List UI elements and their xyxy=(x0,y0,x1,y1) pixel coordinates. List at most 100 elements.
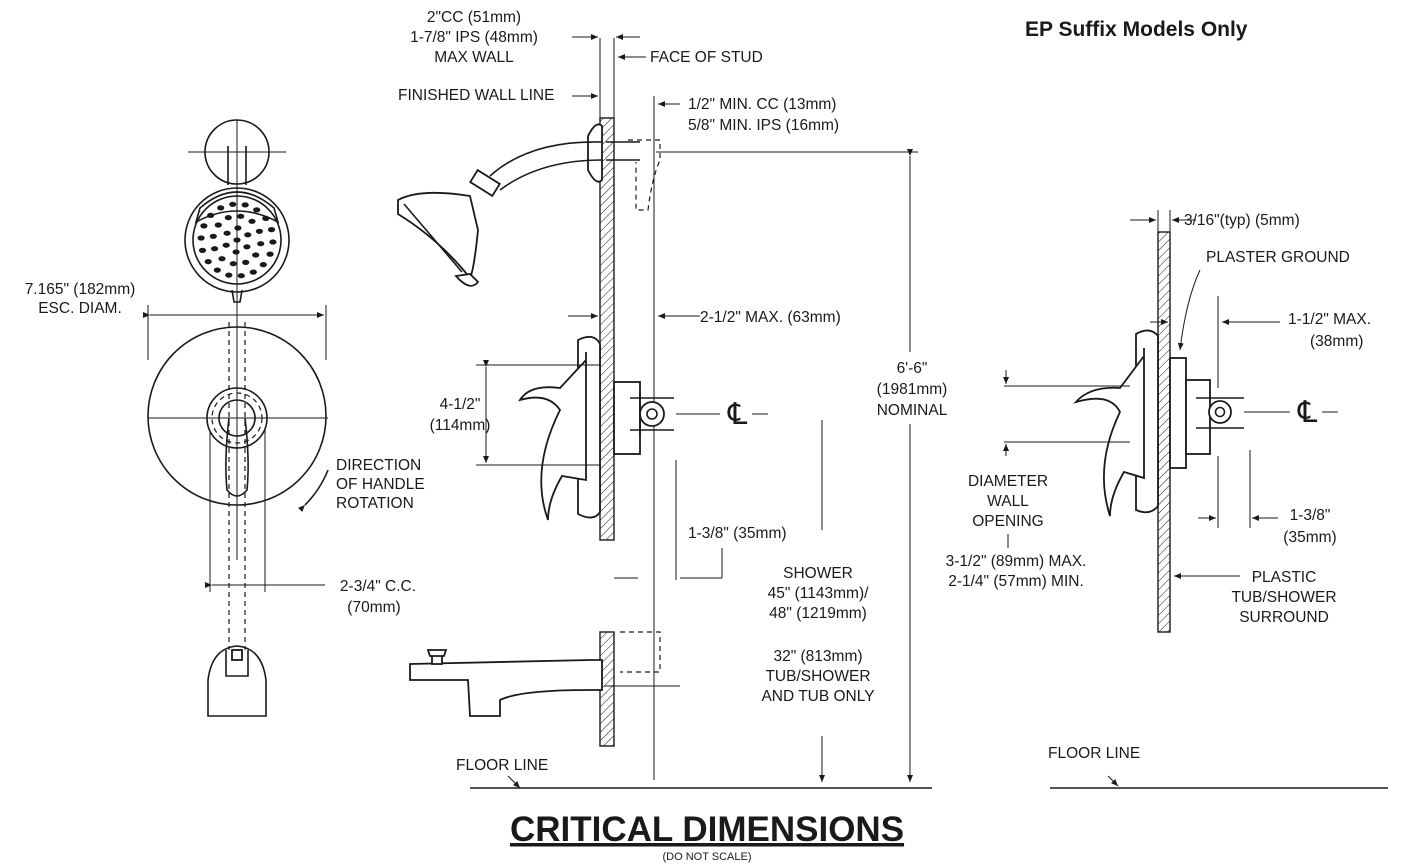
nozzle-icon xyxy=(237,213,245,219)
detail-floor-line-label: FLOOR LINE xyxy=(1048,745,1140,762)
tub-spout-side-icon xyxy=(409,631,680,717)
nozzle-icon xyxy=(242,259,250,265)
nozzle-icon xyxy=(249,269,257,275)
floor-line-label: FLOOR LINE xyxy=(456,757,548,774)
nozzle-icon xyxy=(233,237,241,243)
cc-label-2: (70mm) xyxy=(347,599,400,616)
max-depth-label: 2-1/2" MAX. (63mm) xyxy=(700,309,841,326)
surround-wall-section xyxy=(1157,231,1171,633)
detail-max-label-2: (38mm) xyxy=(1310,333,1363,350)
nozzle-icon xyxy=(267,227,276,233)
rotation-label-2: OF HANDLE xyxy=(336,476,425,493)
detail-centerline-symbol: ℄ xyxy=(1297,396,1317,429)
valve-height-label-1: 4-1/2" xyxy=(440,396,481,413)
nozzle-icon xyxy=(243,244,251,250)
min-cc-label: 1/2" MIN. CC (13mm) xyxy=(688,96,836,113)
nozzle-icon xyxy=(266,251,274,257)
detail-dim-label-2: (35mm) xyxy=(1283,529,1336,546)
max-wall-label-2: 1-7/8" IPS (48mm) xyxy=(410,29,538,46)
nozzle-icon xyxy=(252,252,260,258)
opening-label-3: OPENING xyxy=(972,513,1043,530)
nozzle-icon xyxy=(229,261,237,267)
nozzle-icon xyxy=(244,232,252,238)
nozzle-icon xyxy=(234,225,242,231)
rotation-arrow-icon xyxy=(297,469,329,513)
surround-label-1: PLASTIC xyxy=(1252,569,1317,586)
nominal-label-3: NOMINAL xyxy=(877,402,948,419)
detail-view: 3/16"(typ) (5mm) PLASTER GROUND 1-1/2" M… xyxy=(946,210,1388,789)
face-of-stud-label: FACE OF STUD xyxy=(650,49,763,66)
nozzle-icon xyxy=(253,207,261,213)
detail-max-label-1: 1-1/2" MAX. xyxy=(1288,311,1371,328)
shower-height-label-3: 48" (1219mm) xyxy=(769,605,867,622)
opening-label-1: DIAMETER xyxy=(968,473,1048,490)
shower-height-label-1: SHOWER xyxy=(783,565,853,582)
valve-trim-detail-icon xyxy=(1073,329,1244,517)
page-title: CRITICAL DIMENSIONS xyxy=(510,810,904,849)
nozzle-icon xyxy=(204,259,212,265)
shower-flange-icon xyxy=(188,119,286,185)
wall-section xyxy=(599,117,615,541)
nozzle-icon xyxy=(218,256,226,262)
tub-spout-front-icon xyxy=(207,645,267,717)
tub-height-label-3: AND TUB ONLY xyxy=(761,688,874,705)
nozzle-icon xyxy=(255,228,263,234)
shower-head-icon xyxy=(184,187,290,303)
shower-height-label-2: 45" (1143mm)/ xyxy=(768,585,870,602)
surround-label-3: SURROUND xyxy=(1239,609,1329,626)
centerline-symbol: ℄ xyxy=(727,398,747,431)
nozzle-icon xyxy=(207,212,215,218)
shower-arm-side-icon xyxy=(397,123,661,287)
suffix-note: EP Suffix Models Only xyxy=(1025,18,1248,41)
cc-label: 2-3/4" C.C. xyxy=(340,578,416,595)
escutcheon-icon xyxy=(147,326,328,506)
max-wall-label-1: 2"CC (51mm) xyxy=(427,9,521,26)
nozzle-icon xyxy=(229,201,237,207)
max-wall-label-3: MAX WALL xyxy=(434,49,514,66)
valve-trim-side-icon xyxy=(517,335,674,521)
nozzle-icon xyxy=(209,233,217,239)
nozzle-icon xyxy=(222,242,230,248)
nozzle-icon xyxy=(224,215,232,221)
valve-height-label-2: (114mm) xyxy=(430,417,491,434)
nozzle-icon xyxy=(248,218,256,224)
nozzle-icon xyxy=(237,273,245,279)
tub-height-label-2: TUB/SHOWER xyxy=(765,668,870,685)
nozzle-icon xyxy=(197,235,205,241)
min-ips-label: 5/8" MIN. IPS (16mm) xyxy=(688,117,839,134)
rotation-label-3: ROTATION xyxy=(336,495,414,512)
side-view: 2"CC (51mm) 1-7/8" IPS (48mm) MAX WALL F… xyxy=(397,9,948,789)
nozzle-icon xyxy=(200,223,208,229)
nozzle-icon xyxy=(198,247,207,253)
opening-label-5: 2-1/4" (57mm) MIN. xyxy=(948,573,1084,590)
nozzle-icon xyxy=(241,202,249,208)
nozzle-icon xyxy=(223,230,231,236)
nozzle-icon xyxy=(213,267,221,273)
nozzle-icon xyxy=(257,241,265,247)
nozzle-icon xyxy=(232,249,240,255)
nozzle-icon xyxy=(262,215,270,221)
nozzle-icon xyxy=(217,205,225,211)
surround-label-2: TUB/SHOWER xyxy=(1231,589,1336,606)
nominal-label-1: 6'-6" xyxy=(897,360,928,377)
nozzle-icon xyxy=(259,262,267,268)
opening-label-4: 3-1/2" (89mm) MAX. xyxy=(946,553,1087,570)
nozzle-icon xyxy=(269,239,277,245)
tub-height-label-1: 32" (813mm) xyxy=(773,648,862,665)
typ-dim-label: 3/16"(typ) (5mm) xyxy=(1184,212,1300,229)
nozzle-icon xyxy=(214,222,222,228)
esc-diam-label: 7.165" (182mm) xyxy=(25,281,136,298)
rotation-label-1: DIRECTION xyxy=(336,457,421,474)
nozzle-icon xyxy=(211,246,219,252)
front-view: 7.165" (182mm) ESC. DIAM. 2-3/4" C.C. (7… xyxy=(25,119,425,717)
nozzle-icon xyxy=(225,272,233,278)
detail-dim-label-1: 1-3/8" xyxy=(1290,507,1331,524)
esc-diam-label-2: ESC. DIAM. xyxy=(38,300,122,317)
nominal-label-2: (1981mm) xyxy=(877,381,948,398)
page-subtitle: (DO NOT SCALE) xyxy=(662,851,751,863)
opening-label-2: WALL xyxy=(987,493,1029,510)
finished-wall-line-label: FINISHED WALL LINE xyxy=(398,87,554,104)
plaster-ground-label: PLASTER GROUND xyxy=(1206,249,1350,266)
spout-dim-label: 1-3/8" (35mm) xyxy=(688,525,787,542)
